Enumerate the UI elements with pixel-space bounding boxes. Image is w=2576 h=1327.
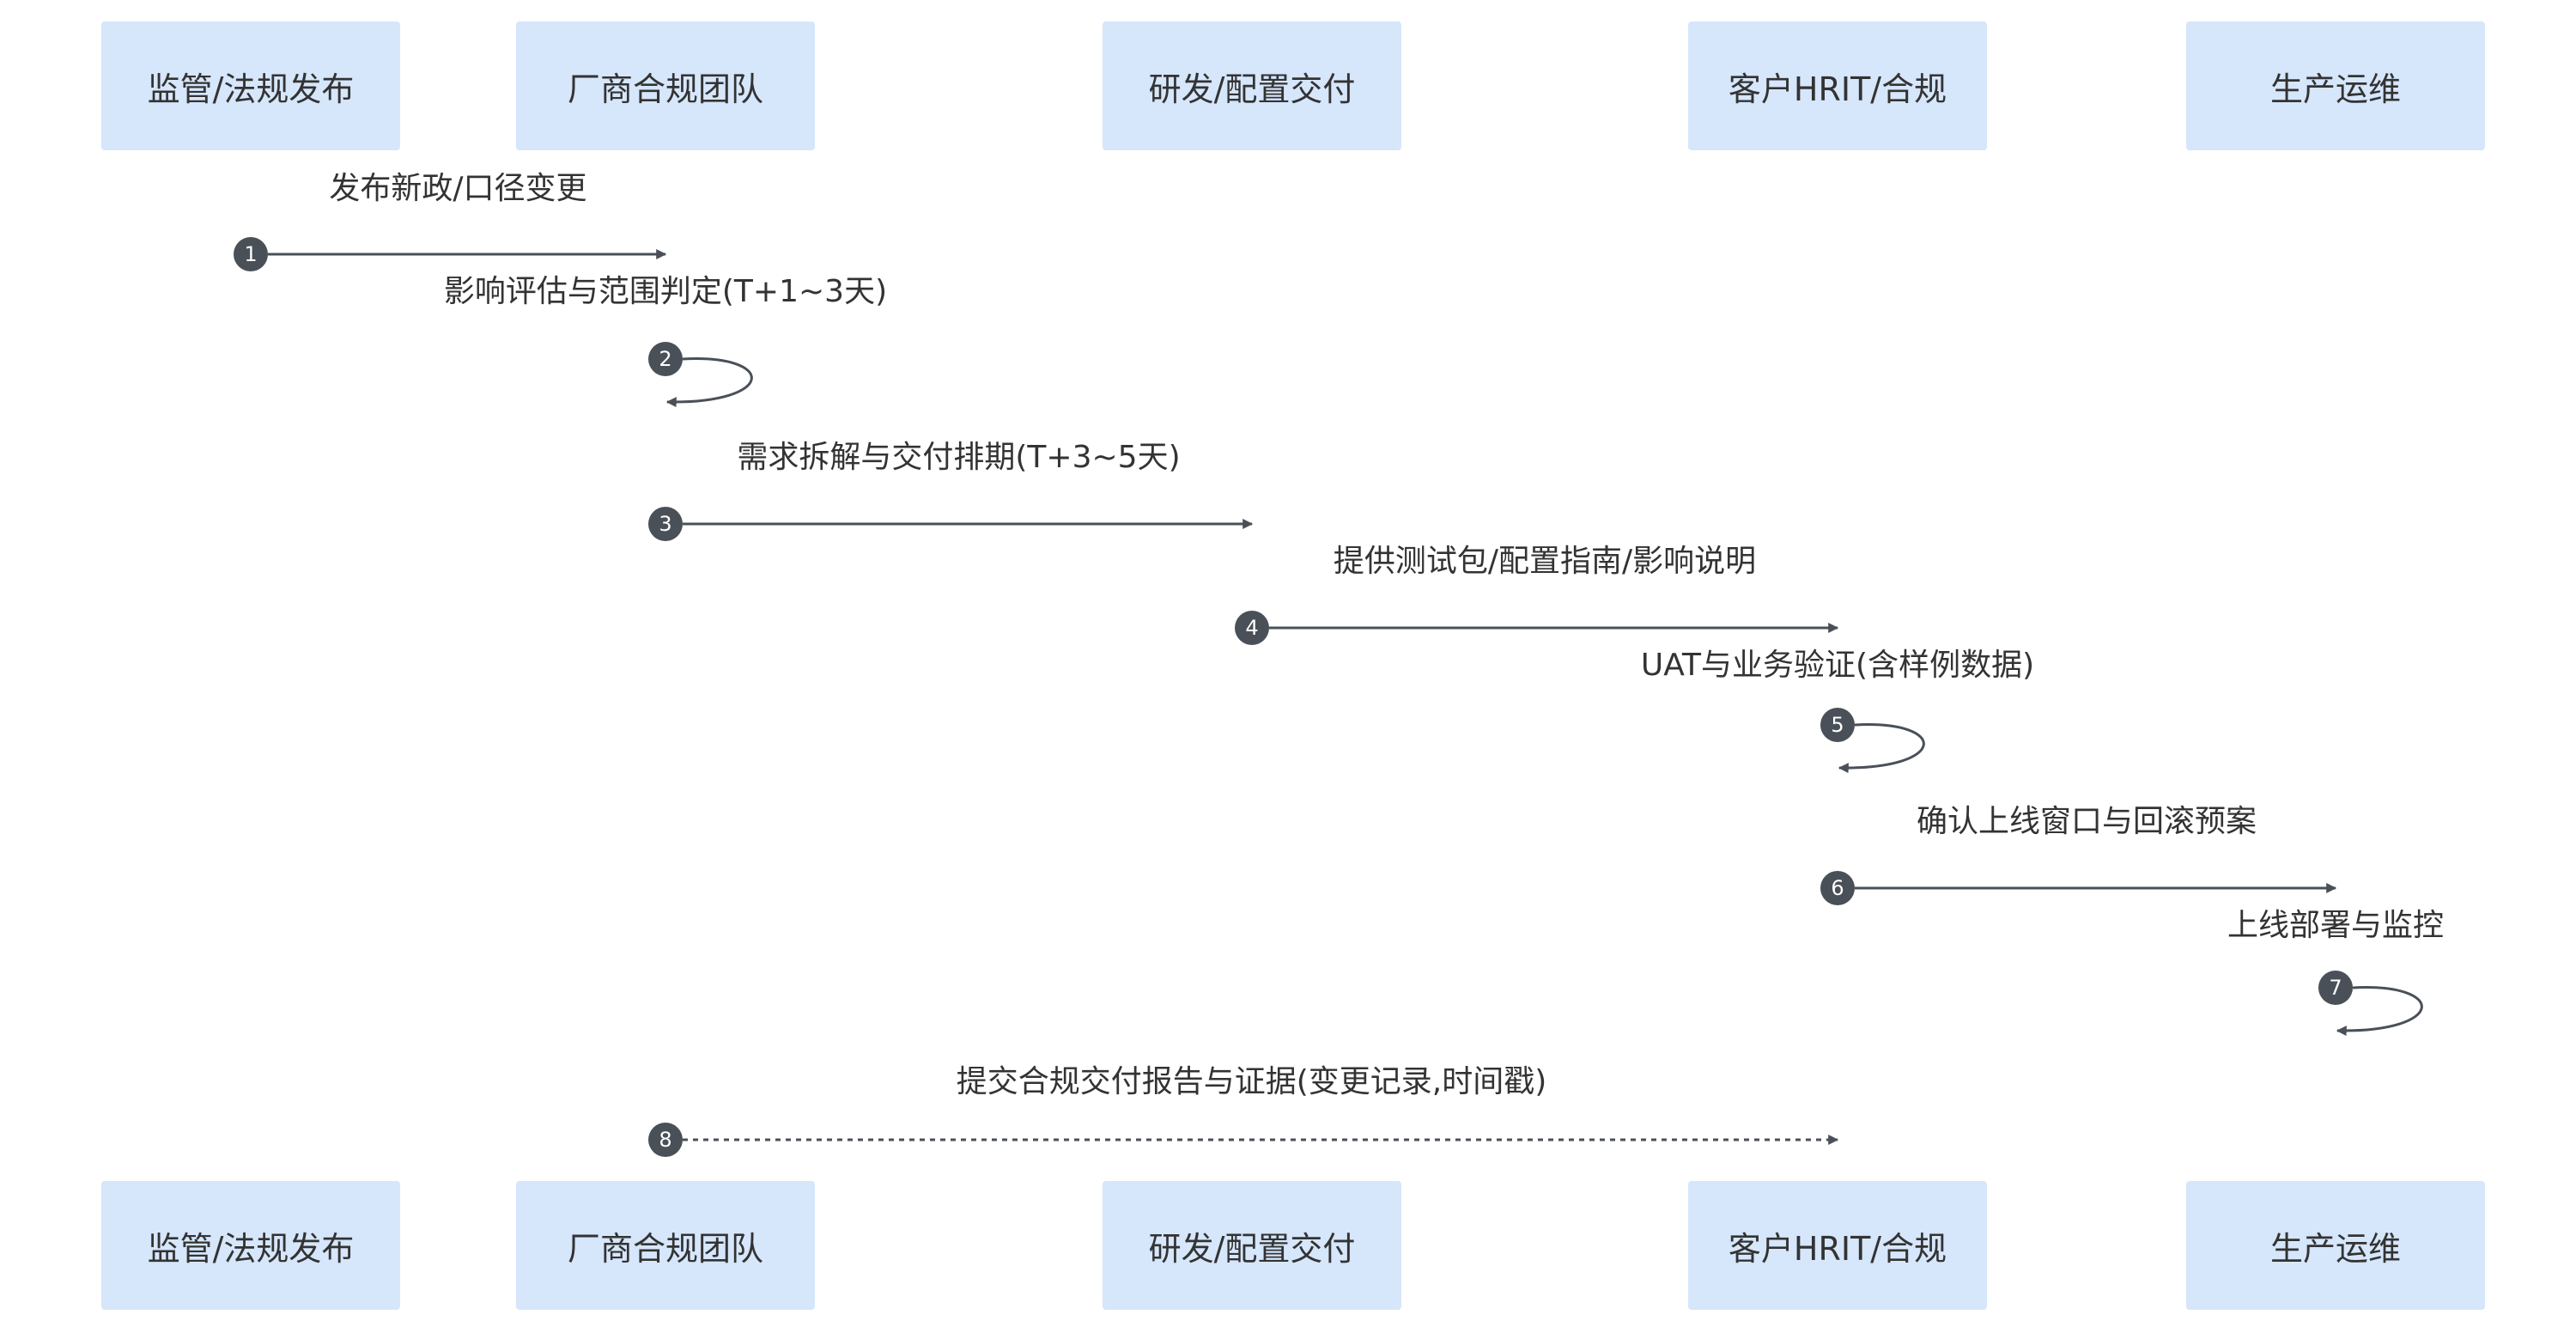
message-2-badge: 2 <box>648 342 683 376</box>
message-4-badge: 4 <box>1235 611 1269 645</box>
message-8-badge: 8 <box>648 1123 683 1157</box>
message-7-badge: 7 <box>2318 971 2353 1005</box>
message-6-badge: 6 <box>1820 871 1855 905</box>
actor-box-customer-bottom: 客户HRIT/合规 <box>1688 1181 1987 1310</box>
message-3-label: 需求拆解与交付排期(T+3~5天) <box>737 440 1181 475</box>
message-8-label: 提交合规交付报告与证据(变更记录,时间戳) <box>956 1064 1547 1099</box>
actor-box-customer-top: 客户HRIT/合规 <box>1688 21 1987 150</box>
message-6-label: 确认上线窗口与回滚预案 <box>1916 804 2257 839</box>
message-5-badge: 5 <box>1820 708 1855 742</box>
actor-box-regulator-bottom: 监管/法规发布 <box>101 1181 400 1310</box>
message-7-loop <box>2336 986 2423 1037</box>
actor-box-rnd-top: 研发/配置交付 <box>1103 21 1401 150</box>
message-5-label: UAT与业务验证(含样例数据) <box>1640 648 2035 683</box>
message-2-loop <box>665 357 753 408</box>
message-7-label: 上线部署与监控 <box>2227 908 2445 943</box>
actor-box-vendor-top: 厂商合规团队 <box>516 21 815 150</box>
message-1-label: 发布新政/口径变更 <box>329 171 587 206</box>
actor-box-rnd-bottom: 研发/配置交付 <box>1103 1181 1401 1310</box>
actor-box-vendor-bottom: 厂商合规团队 <box>516 1181 815 1310</box>
message-1-badge: 1 <box>234 237 268 271</box>
actor-box-regulator-top: 监管/法规发布 <box>101 21 400 150</box>
message-3-badge: 3 <box>648 507 683 541</box>
message-5-loop <box>1838 723 1925 774</box>
actor-box-ops-bottom: 生产运维 <box>2186 1181 2485 1310</box>
actor-box-ops-top: 生产运维 <box>2186 21 2485 150</box>
message-2-label: 影响评估与范围判定(T+1~3天) <box>443 274 888 309</box>
message-4-label: 提供测试包/配置指南/影响说明 <box>1333 544 1757 579</box>
